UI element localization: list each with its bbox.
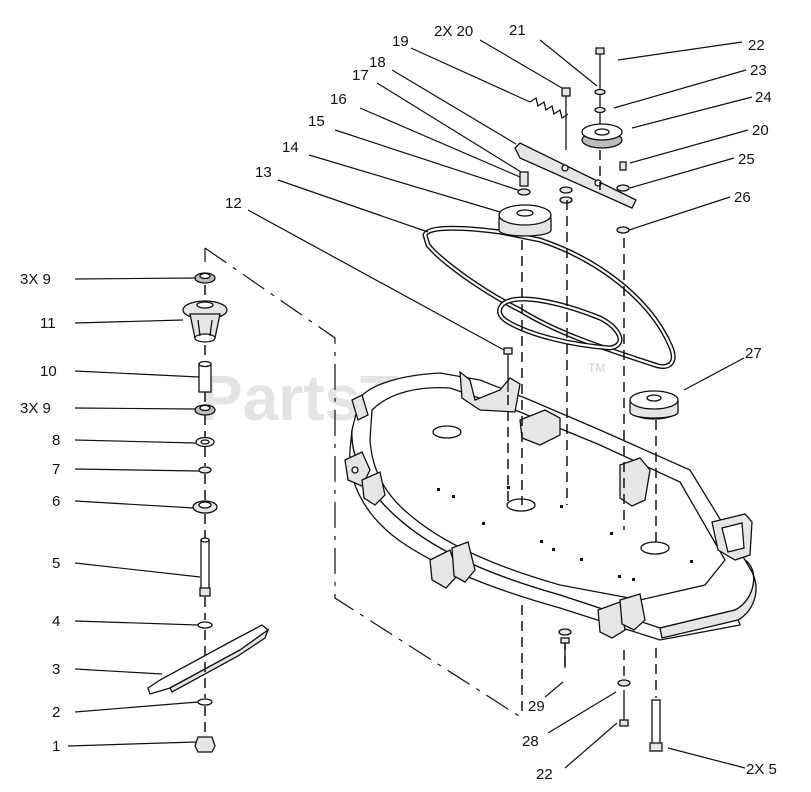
leader-lines — [67, 39, 753, 769]
callout-2x5: 2X 5 — [746, 761, 777, 778]
callout-11: 11 — [40, 315, 56, 332]
idler-arm — [514, 142, 637, 209]
callout-2x20: 2X 20 — [434, 23, 473, 40]
callout-12: 12 — [225, 195, 242, 212]
callout-3x9-lower: 3X 9 — [20, 400, 51, 417]
callout-10: 10 — [40, 363, 57, 380]
assembly-axes — [204, 150, 657, 735]
bearing-lower — [194, 404, 216, 416]
callout-7: 7 — [52, 461, 60, 478]
blade-washer-upper — [197, 621, 213, 629]
seal — [195, 436, 215, 448]
callout-29: 29 — [528, 698, 545, 715]
blade-washer-lower — [197, 698, 213, 706]
idler-pulley — [581, 123, 623, 149]
callout-15: 15 — [308, 113, 325, 130]
bearing-top — [194, 272, 216, 284]
watermark-tm: TM — [588, 361, 605, 375]
callout-6: 6 — [52, 493, 60, 510]
mower-deck — [344, 370, 757, 641]
callout-13: 13 — [255, 164, 272, 181]
callout-1: 1 — [52, 738, 60, 755]
idler-spring — [529, 96, 569, 120]
center-pulley — [498, 204, 552, 237]
callout-8: 8 — [52, 432, 60, 449]
callout-23: 23 — [750, 62, 767, 79]
callout-26: 26 — [734, 189, 751, 206]
callout-5: 5 — [52, 555, 60, 572]
spindle-housing — [182, 300, 228, 343]
callout-4: 4 — [52, 613, 60, 630]
callout-21: 21 — [509, 22, 526, 39]
hub — [192, 500, 218, 514]
callouts: 1 2 3 4 5 6 7 8 3X 9 10 11 3X 9 12 13 14… — [20, 22, 777, 783]
callout-27: 27 — [745, 345, 762, 362]
blade — [147, 624, 270, 695]
callout-3x9-top: 3X 9 — [20, 271, 51, 288]
pulley-nut — [519, 171, 529, 187]
washer — [198, 466, 212, 474]
callout-16: 16 — [330, 91, 347, 108]
callout-22-bottom: 22 — [536, 766, 553, 783]
spacer-tube — [198, 360, 212, 393]
deck-holes — [437, 486, 693, 581]
callout-28: 28 — [522, 733, 539, 750]
callout-3: 3 — [52, 661, 60, 678]
lower-hardware — [558, 628, 663, 752]
callout-20: 20 — [752, 122, 769, 139]
callout-17: 17 — [352, 67, 369, 84]
callout-2: 2 — [52, 704, 60, 721]
callout-19: 19 — [392, 33, 409, 50]
callout-18: 18 — [369, 54, 386, 71]
callout-22-top: 22 — [748, 37, 765, 54]
right-pulley — [629, 390, 679, 420]
belts — [422, 225, 676, 369]
callout-25: 25 — [738, 151, 755, 168]
callout-14: 14 — [282, 139, 299, 156]
callout-24: 24 — [755, 89, 772, 106]
spindle-shaft — [199, 537, 211, 597]
spindle-stack — [147, 272, 270, 753]
blade-nut — [194, 736, 216, 753]
pulley-washer — [517, 188, 531, 196]
